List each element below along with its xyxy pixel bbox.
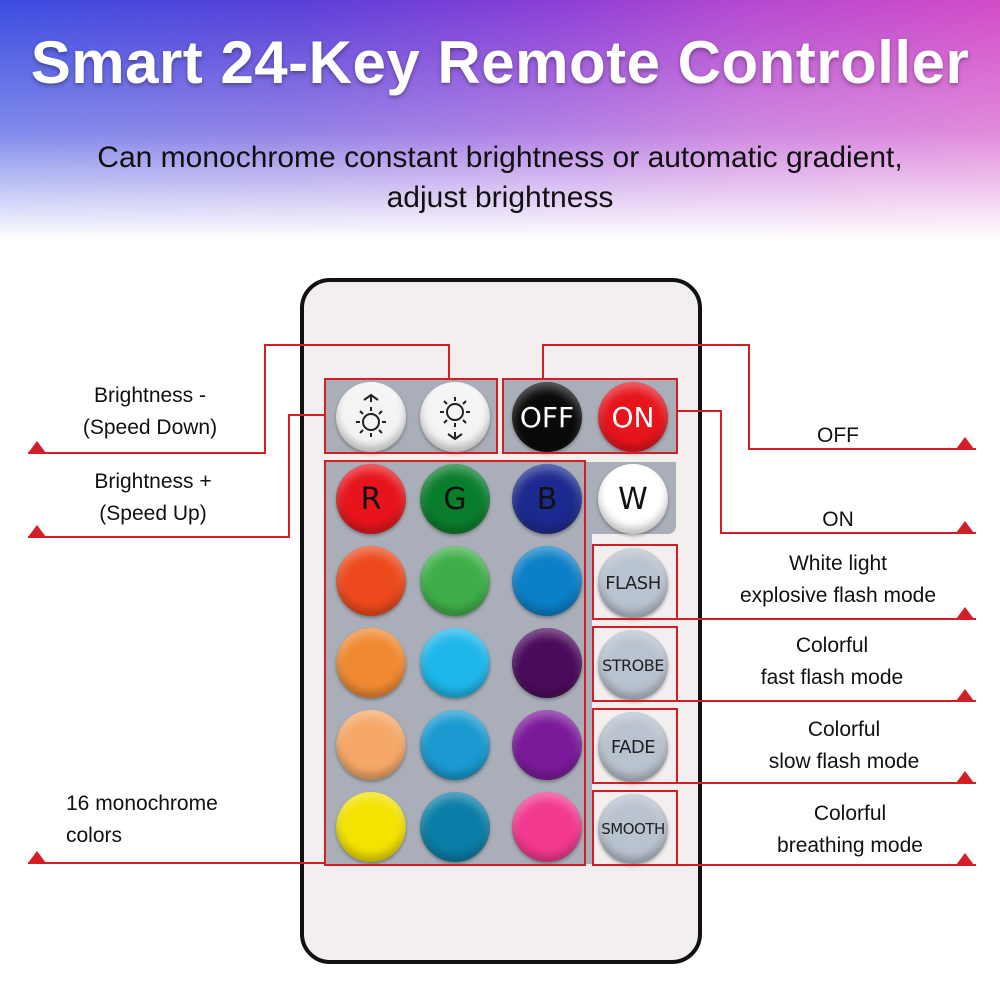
- header-gradient: [0, 0, 1000, 240]
- brightness-minus-label: Brightness - (Speed Down): [50, 380, 250, 444]
- leader-line: [720, 410, 722, 534]
- color-button[interactable]: [336, 792, 406, 862]
- leader-line: [678, 410, 722, 412]
- brightness-callout-box: [324, 378, 498, 454]
- blue-button[interactable]: B: [512, 464, 582, 534]
- leader-line: [28, 862, 326, 864]
- color-button[interactable]: [512, 792, 582, 862]
- pointer-icon: [28, 441, 46, 453]
- flash-line-1: White light: [788, 552, 888, 575]
- subtitle-line-1: Can monochrome constant brightness or au…: [97, 141, 903, 174]
- pointer-icon: [956, 689, 974, 701]
- leader-line: [448, 344, 450, 380]
- leader-line: [264, 344, 450, 346]
- pointer-icon: [28, 851, 46, 863]
- leader-line: [678, 618, 976, 620]
- leader-line: [720, 532, 976, 534]
- color-button[interactable]: [336, 546, 406, 616]
- brightness-up-icon: [440, 397, 470, 441]
- colors-line-1: 16 monochrome: [66, 792, 218, 815]
- leader-line: [288, 414, 326, 416]
- brightness-plus-line-1: Brightness +: [94, 470, 212, 493]
- strobe-line-2: fast flash mode: [760, 666, 904, 689]
- strobe-line-1: Colorful: [795, 634, 869, 657]
- page-subtitle: Can monochrome constant brightness or au…: [0, 138, 1000, 218]
- on-label: ON: [822, 508, 854, 531]
- brightness-down-icon: [356, 393, 386, 437]
- flash-button[interactable]: FLASH: [598, 548, 668, 618]
- colors-label: 16 monochrome colors: [66, 788, 286, 852]
- smooth-callout-box: [592, 790, 678, 866]
- leader-line: [678, 782, 976, 784]
- smooth-label: Colorful breathing mode: [720, 798, 980, 862]
- leader-line: [542, 344, 750, 346]
- leader-line: [28, 452, 266, 454]
- leader-line: [264, 344, 266, 454]
- color-button[interactable]: [420, 628, 490, 698]
- pointer-icon: [28, 525, 46, 537]
- flash-label: White light explosive flash mode: [708, 548, 968, 612]
- brightness-minus-line-1: Brightness -: [93, 384, 207, 407]
- smooth-button[interactable]: SMOOTH: [598, 794, 668, 864]
- leader-line: [748, 344, 750, 450]
- pointer-icon: [956, 437, 974, 449]
- fade-line-2: slow flash mode: [768, 750, 920, 773]
- strobe-label: Colorful fast flash mode: [702, 630, 962, 694]
- leader-line: [542, 344, 544, 380]
- off-button[interactable]: OFF: [512, 382, 582, 452]
- leader-line: [748, 448, 976, 450]
- brightness-down-button[interactable]: [336, 382, 406, 452]
- green-button[interactable]: G: [420, 464, 490, 534]
- power-callout-box: [502, 378, 678, 454]
- color-button[interactable]: [420, 792, 490, 862]
- pointer-icon: [956, 771, 974, 783]
- red-button[interactable]: R: [336, 464, 406, 534]
- flash-line-2: explosive flash mode: [739, 584, 937, 607]
- color-button[interactable]: [336, 710, 406, 780]
- fade-callout-box: [592, 708, 678, 784]
- pointer-icon: [956, 853, 974, 865]
- fade-line-1: Colorful: [807, 718, 881, 741]
- color-button[interactable]: [512, 628, 582, 698]
- strobe-button[interactable]: STROBE: [598, 630, 668, 700]
- smooth-line-1: Colorful: [813, 802, 887, 825]
- brightness-plus-line-2: (Speed Up): [99, 502, 207, 525]
- leader-line: [28, 536, 290, 538]
- color-button[interactable]: [512, 546, 582, 616]
- brightness-up-button[interactable]: [420, 382, 490, 452]
- pointer-icon: [956, 521, 974, 533]
- color-button[interactable]: [420, 710, 490, 780]
- colors-line-2: colors: [66, 824, 123, 847]
- smooth-line-2: breathing mode: [777, 834, 923, 857]
- leader-line: [678, 864, 976, 866]
- fade-button[interactable]: FADE: [598, 712, 668, 782]
- color-button[interactable]: [512, 710, 582, 780]
- on-button[interactable]: ON: [598, 382, 668, 452]
- fade-label: Colorful slow flash mode: [714, 714, 974, 778]
- color-button[interactable]: [420, 546, 490, 616]
- flash-callout-box: [592, 544, 678, 620]
- colors-callout-box: [324, 460, 586, 866]
- pointer-icon: [956, 607, 974, 619]
- color-button[interactable]: [336, 628, 406, 698]
- page-title: Smart 24-Key Remote Controller: [30, 29, 970, 96]
- subtitle-line-2: adjust brightness: [386, 181, 614, 214]
- leader-line: [678, 700, 976, 702]
- strobe-callout-box: [592, 626, 678, 702]
- white-button[interactable]: W: [598, 464, 668, 534]
- leader-line: [288, 414, 290, 538]
- off-label: OFF: [817, 424, 859, 447]
- brightness-plus-label: Brightness + (Speed Up): [50, 466, 256, 530]
- mode-panel-strip: [584, 534, 592, 864]
- brightness-minus-line-2: (Speed Down): [82, 416, 218, 439]
